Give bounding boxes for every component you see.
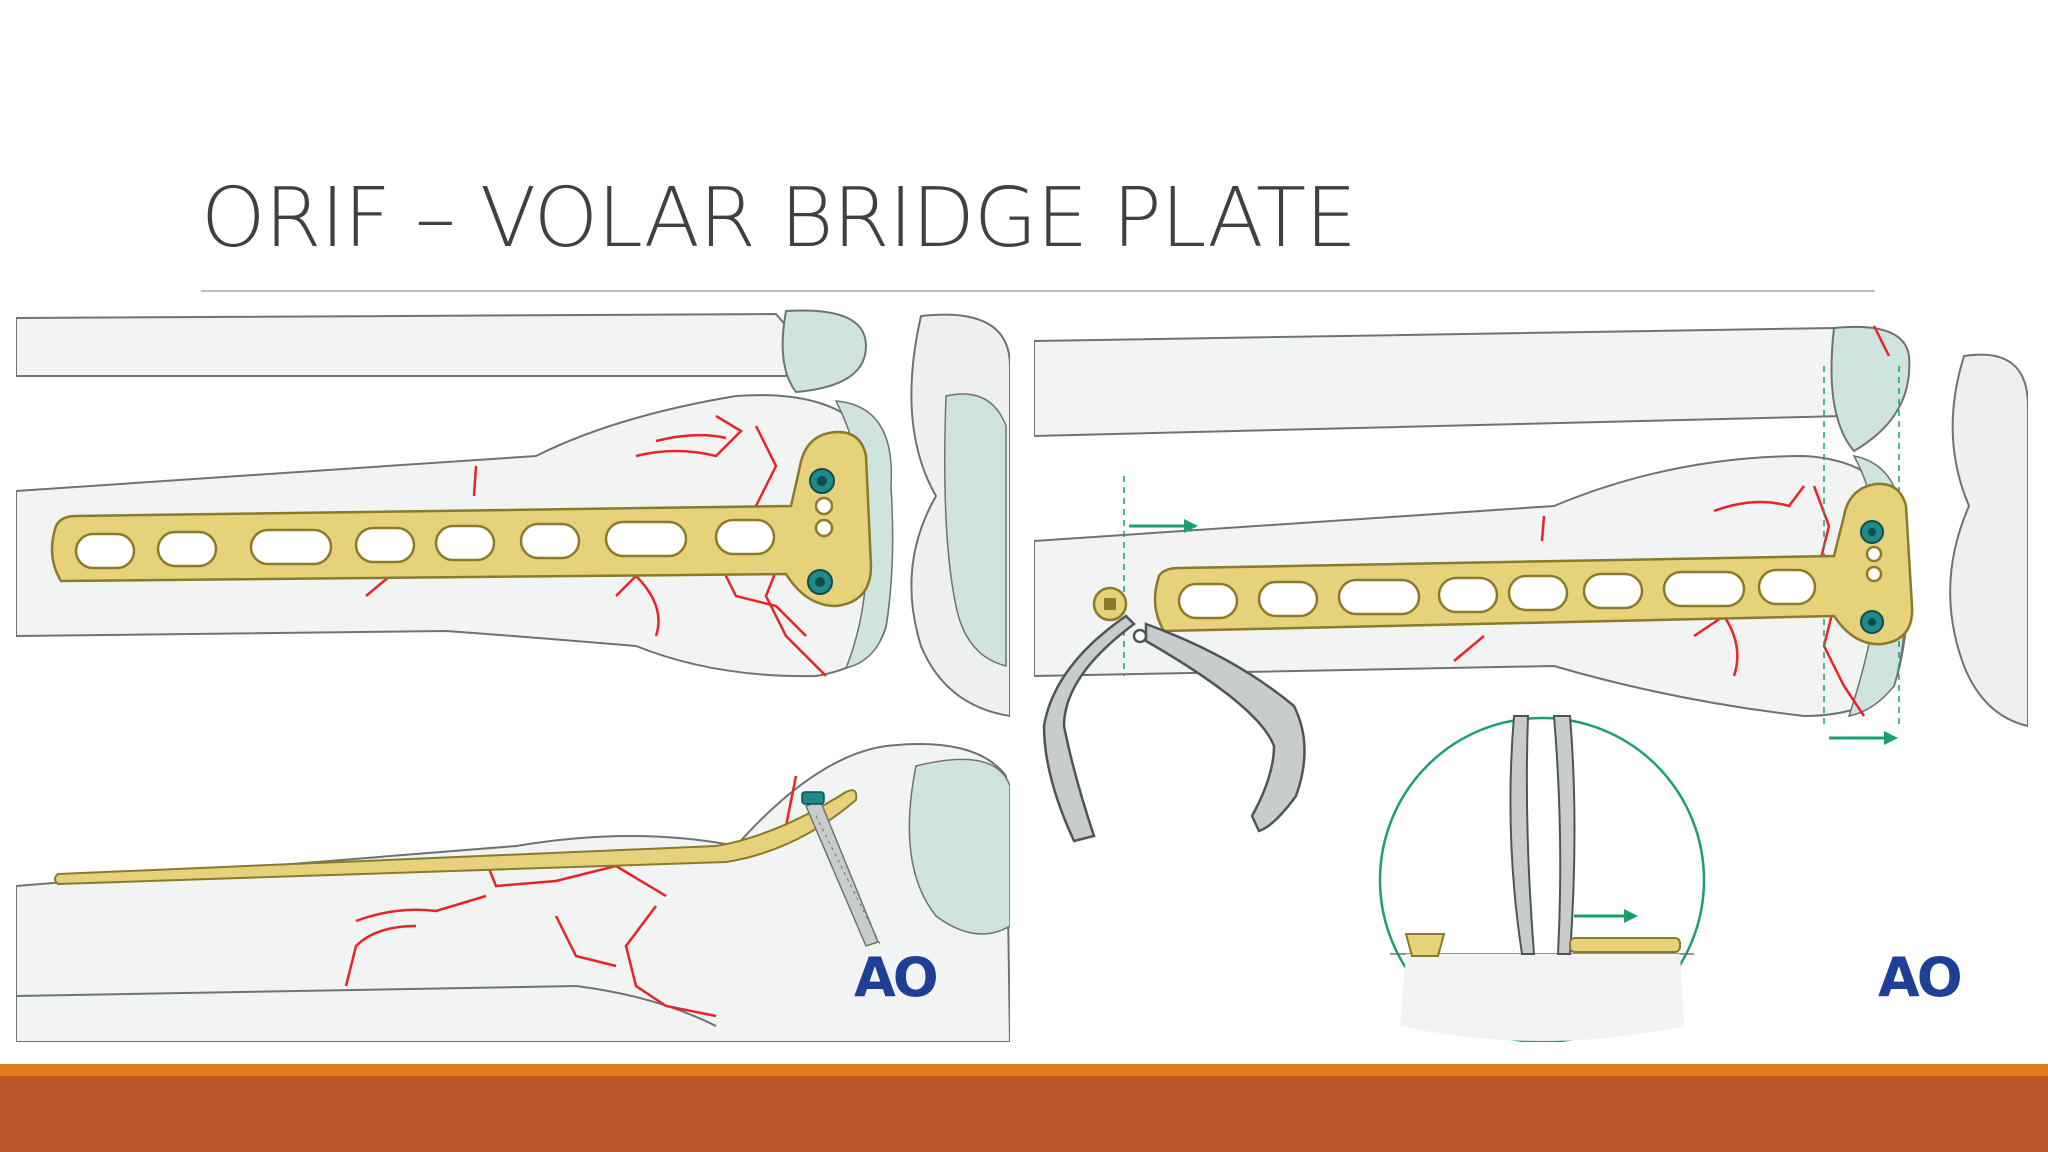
ulna-bone	[1034, 326, 1853, 438]
title-divider	[201, 290, 1875, 292]
magnified-inset	[1378, 715, 1706, 1042]
ulna-fracture	[1872, 325, 1891, 357]
ulna-head-cartilage	[781, 309, 868, 394]
slide-title: ORIF – VOLAR BRIDGE PLATE	[201, 171, 1357, 266]
left-illustration: AO	[16, 306, 1010, 1042]
carpal-cartilage	[944, 393, 1007, 667]
carpal-lateral	[908, 758, 1010, 935]
plate-holes	[1177, 545, 1883, 620]
fracture-lines-lateral	[344, 775, 798, 1018]
direction-arrows	[1129, 519, 1898, 745]
ulna-bone	[16, 312, 795, 377]
carpal-bones	[1949, 353, 2028, 728]
locking-screws-ap	[807, 468, 835, 595]
left-illustration-svg: AO	[16, 309, 1010, 1042]
plate-holes-ap	[74, 496, 834, 570]
radius-lateral-bone	[16, 743, 1010, 1042]
locking-screw-lateral	[801, 791, 882, 947]
locking-screws	[1860, 520, 1884, 634]
volar-plate-lateral	[54, 789, 858, 886]
volar-plate-ap	[50, 430, 873, 608]
lateral-bone-lower-outline	[16, 984, 717, 1027]
right-illustration: AO	[1034, 306, 2028, 1042]
ao-logo: AO	[854, 946, 937, 1009]
right-illustration-svg: AO	[1034, 325, 2028, 1042]
ao-logo: AO	[1878, 946, 1961, 1009]
footer-band	[0, 1076, 2048, 1152]
ulna-head-cartilage	[1830, 325, 1911, 453]
push-screw	[1092, 586, 1128, 622]
spreader-forceps	[1042, 614, 1306, 843]
footer-accent-band	[0, 1064, 2048, 1076]
